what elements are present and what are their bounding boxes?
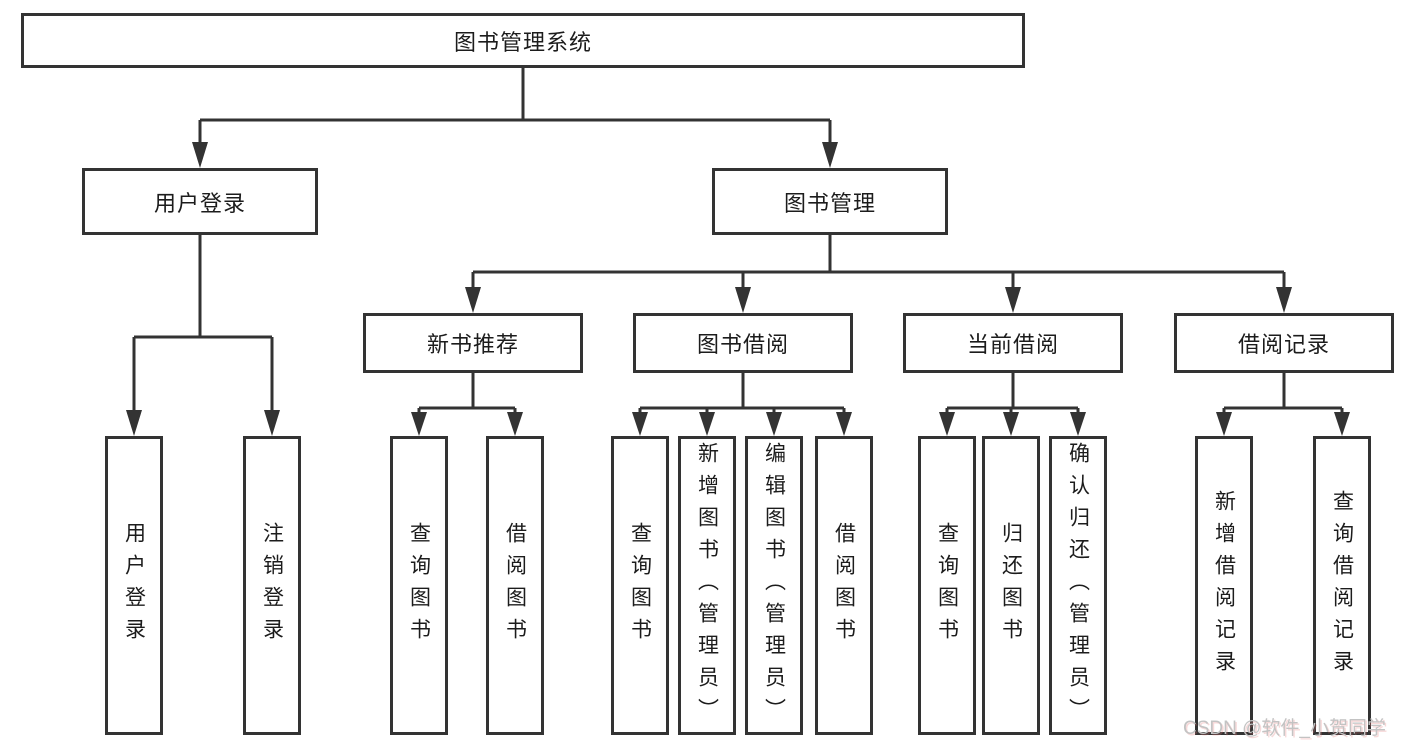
node-book-borrow-label: 图书借阅 <box>696 332 789 357</box>
arrow-icon <box>699 412 715 436</box>
leaf-record-add-borrow-record-label: 新增借阅记录 <box>1212 489 1236 682</box>
leaf-newbook-borrow-book-label: 借阅图书 <box>503 521 527 650</box>
leaf-current-confirm-return-admin: 确认归还（管理员） <box>1049 436 1107 735</box>
leaf-record-query-borrow-record-label: 查询借阅记录 <box>1330 489 1354 682</box>
leaf-logout-label: 注销登录 <box>260 521 284 650</box>
leaf-user-login: 用户登录 <box>105 436 163 735</box>
arrow-icon <box>507 412 523 436</box>
leaf-newbook-query-book: 查询图书 <box>390 436 448 735</box>
leaf-current-query-book-label: 查询图书 <box>935 521 959 650</box>
arrow-icon <box>465 287 481 313</box>
node-current-borrow-label: 当前借阅 <box>966 332 1059 357</box>
node-new-book-recommend: 新书推荐 <box>363 313 583 373</box>
arrow-icon <box>1216 412 1232 436</box>
node-book-management-label: 图书管理 <box>783 190 876 216</box>
leaf-borrow-query-book: 查询图书 <box>611 436 669 735</box>
leaf-borrow-query-book-label: 查询图书 <box>628 521 652 650</box>
leaf-borrow-edit-book-admin-label: 编辑图书（管理员） <box>762 441 786 730</box>
branch-borrow-record <box>1216 373 1350 436</box>
arrow-icon <box>1003 412 1019 436</box>
node-book-management: 图书管理 <box>712 168 948 235</box>
node-user-login: 用户登录 <box>82 168 318 235</box>
arrow-icon <box>836 412 852 436</box>
leaf-logout: 注销登录 <box>243 436 301 735</box>
arrow-icon <box>1005 287 1021 313</box>
node-borrow-records: 借阅记录 <box>1174 313 1394 373</box>
leaf-record-add-borrow-record: 新增借阅记录 <box>1195 436 1253 735</box>
branch-user-login <box>126 235 280 436</box>
branch-book-borrow <box>632 373 852 436</box>
arrow-icon <box>632 412 648 436</box>
node-book-borrow: 图书借阅 <box>633 313 853 373</box>
node-borrow-records-label: 借阅记录 <box>1237 332 1330 357</box>
branch-current-borrow <box>939 373 1086 436</box>
leaf-newbook-query-book-label: 查询图书 <box>407 521 431 650</box>
arrow-icon <box>1334 412 1350 436</box>
leaf-current-query-book: 查询图书 <box>918 436 976 735</box>
csdn-watermark: CSDN @软件_小贺同学 <box>1183 718 1386 739</box>
leaf-borrow-borrow-book: 借阅图书 <box>815 436 873 735</box>
leaf-newbook-borrow-book: 借阅图书 <box>486 436 544 735</box>
node-user-login-label: 用户登录 <box>153 190 246 216</box>
arrow-icon <box>822 142 838 168</box>
leaf-current-confirm-return-admin-label: 确认归还（管理员） <box>1066 441 1090 730</box>
arrow-icon <box>1276 287 1292 313</box>
arrow-icon <box>1070 412 1086 436</box>
leaf-borrow-borrow-book-label: 借阅图书 <box>832 521 856 650</box>
branch-book-mgmt <box>465 235 1292 313</box>
leaf-borrow-add-book-admin-label: 新增图书（管理员） <box>695 441 719 730</box>
arrow-icon <box>939 412 955 436</box>
leaf-user-login-label: 用户登录 <box>122 521 146 650</box>
leaf-borrow-edit-book-admin: 编辑图书（管理员） <box>745 436 803 735</box>
branch-new-book <box>411 373 523 436</box>
node-root: 图书管理系统 <box>21 13 1025 68</box>
leaf-current-return-book: 归还图书 <box>982 436 1040 735</box>
arrow-icon <box>192 142 208 168</box>
leaf-record-query-borrow-record: 查询借阅记录 <box>1313 436 1371 735</box>
arrow-icon <box>264 410 280 436</box>
node-current-borrow: 当前借阅 <box>903 313 1123 373</box>
leaf-current-return-book-label: 归还图书 <box>999 521 1023 650</box>
arrow-icon <box>411 412 427 436</box>
node-new-book-recommend-label: 新书推荐 <box>426 332 519 357</box>
arrow-icon <box>766 412 782 436</box>
node-root-label: 图书管理系统 <box>453 29 592 55</box>
branch-root <box>192 68 838 168</box>
leaf-borrow-add-book-admin: 新增图书（管理员） <box>678 436 736 735</box>
arrow-icon <box>735 287 751 313</box>
arrow-icon <box>126 410 142 436</box>
